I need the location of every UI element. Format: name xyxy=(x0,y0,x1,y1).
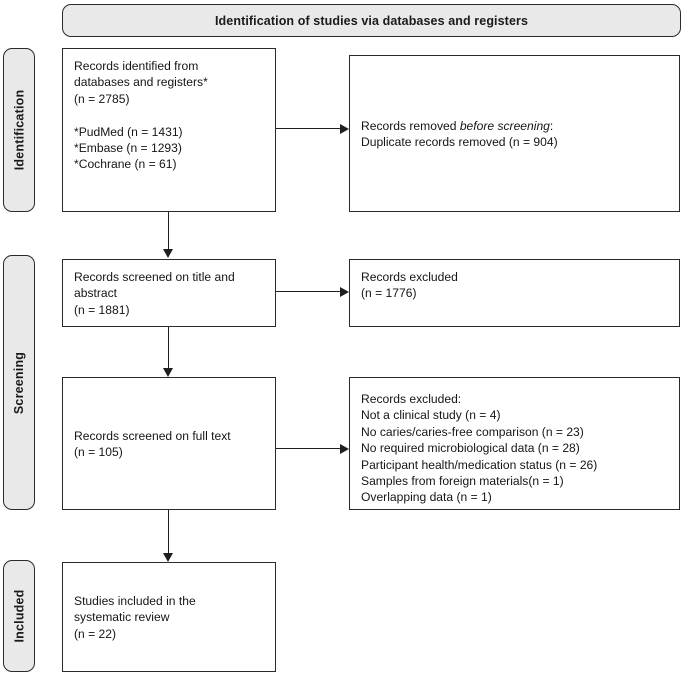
excluded-title-abstract-line-2: (n = 1776) xyxy=(361,286,417,301)
excluded-full-text-reason-6: Overlapping data (n = 1) xyxy=(361,490,492,505)
screened-title-abstract-line-3: (n = 1881) xyxy=(74,302,130,317)
excluded-full-text-reason-3: No required microbiological data (n = 28… xyxy=(361,441,580,456)
records-identified-spacer xyxy=(74,107,265,123)
connector-fulltext-to-included xyxy=(168,510,169,553)
connector-identified-to-screened xyxy=(168,212,169,249)
phase-banner-identification: Identification of studies via databases … xyxy=(62,4,681,37)
excluded-full-text-reason-4: Participant health/medication status (n … xyxy=(361,457,598,472)
stage-tab-included-label: Included xyxy=(12,589,26,643)
records-identified-line-2: databases and registers* xyxy=(74,75,208,90)
stage-tab-included: Included xyxy=(3,560,35,672)
stage-tab-identification-label: Identification xyxy=(12,89,27,171)
stage-tab-identification: Identification xyxy=(3,48,35,212)
connector-fulltext-to-excluded xyxy=(276,448,340,449)
excluded-full-text-heading: Records excluded: xyxy=(361,392,462,406)
connector-identified-to-removed xyxy=(276,128,340,129)
box-excluded-title-abstract: Records excluded (n = 1776) xyxy=(349,259,680,327)
records-identified-line-3: (n = 2785) xyxy=(74,91,130,106)
screened-full-text-line-2: (n = 105) xyxy=(74,445,123,459)
records-removed-prefix: Records removed xyxy=(361,118,460,133)
connector-screened-to-excluded xyxy=(276,291,340,292)
arrowhead-fulltext-to-excluded xyxy=(340,443,349,454)
box-screened-title-abstract: Records screened on title and abstract (… xyxy=(62,259,276,327)
records-removed-emphasis: before screening xyxy=(459,118,550,133)
records-removed-line-2: Duplicate records removed (n = 904) xyxy=(361,135,558,149)
connector-screened-to-fulltext xyxy=(168,327,169,368)
excluded-full-text-reason-2: No caries/caries-free comparison (n = 23… xyxy=(361,424,584,439)
box-excluded-full-text: Records excluded: Not a clinical study (… xyxy=(349,377,680,510)
studies-included-line-2: systematic review xyxy=(74,610,170,625)
stage-tab-screening-label: Screening xyxy=(12,351,26,414)
screened-full-text-line-1: Records screened on full text xyxy=(74,428,231,443)
box-records-removed: Records removed before screening: Duplic… xyxy=(349,55,680,212)
arrowhead-screened-to-fulltext xyxy=(162,368,173,377)
arrowhead-identified-to-screened xyxy=(162,249,173,258)
arrowhead-screened-to-excluded xyxy=(340,286,349,297)
phase-banner-label: Identification of studies via databases … xyxy=(214,13,529,28)
box-records-identified: Records identified from databases and re… xyxy=(62,48,276,212)
records-identified-source-cochrane: *Cochrane (n = 61) xyxy=(74,157,177,172)
records-identified-source-pubmed: *PudMed (n = 1431) xyxy=(74,124,183,139)
arrowhead-fulltext-to-included xyxy=(162,553,173,562)
records-removed-line-1: Records removed before screening: xyxy=(361,118,669,134)
box-studies-included: Studies included in the systematic revie… xyxy=(62,562,276,672)
records-identified-source-embase: *Embase (n = 1293) xyxy=(74,141,182,156)
stage-tab-screening: Screening xyxy=(3,255,35,510)
excluded-title-abstract-line-1: Records excluded xyxy=(361,270,458,284)
studies-included-line-3: (n = 22) xyxy=(74,626,117,641)
studies-included-line-1: Studies included in the xyxy=(74,593,196,608)
screened-title-abstract-line-1: Records screened on title and xyxy=(74,270,235,284)
records-identified-line-1: Records identified from xyxy=(74,59,199,73)
box-screened-full-text: Records screened on full text (n = 105) xyxy=(62,377,276,510)
excluded-full-text-reason-1: Not a clinical study (n = 4) xyxy=(361,408,501,423)
records-removed-suffix: : xyxy=(549,118,554,133)
arrowhead-identified-to-removed xyxy=(340,123,349,134)
screened-title-abstract-line-2: abstract xyxy=(74,286,118,301)
excluded-full-text-reason-5: Samples from foreign materials(n = 1) xyxy=(361,474,564,489)
